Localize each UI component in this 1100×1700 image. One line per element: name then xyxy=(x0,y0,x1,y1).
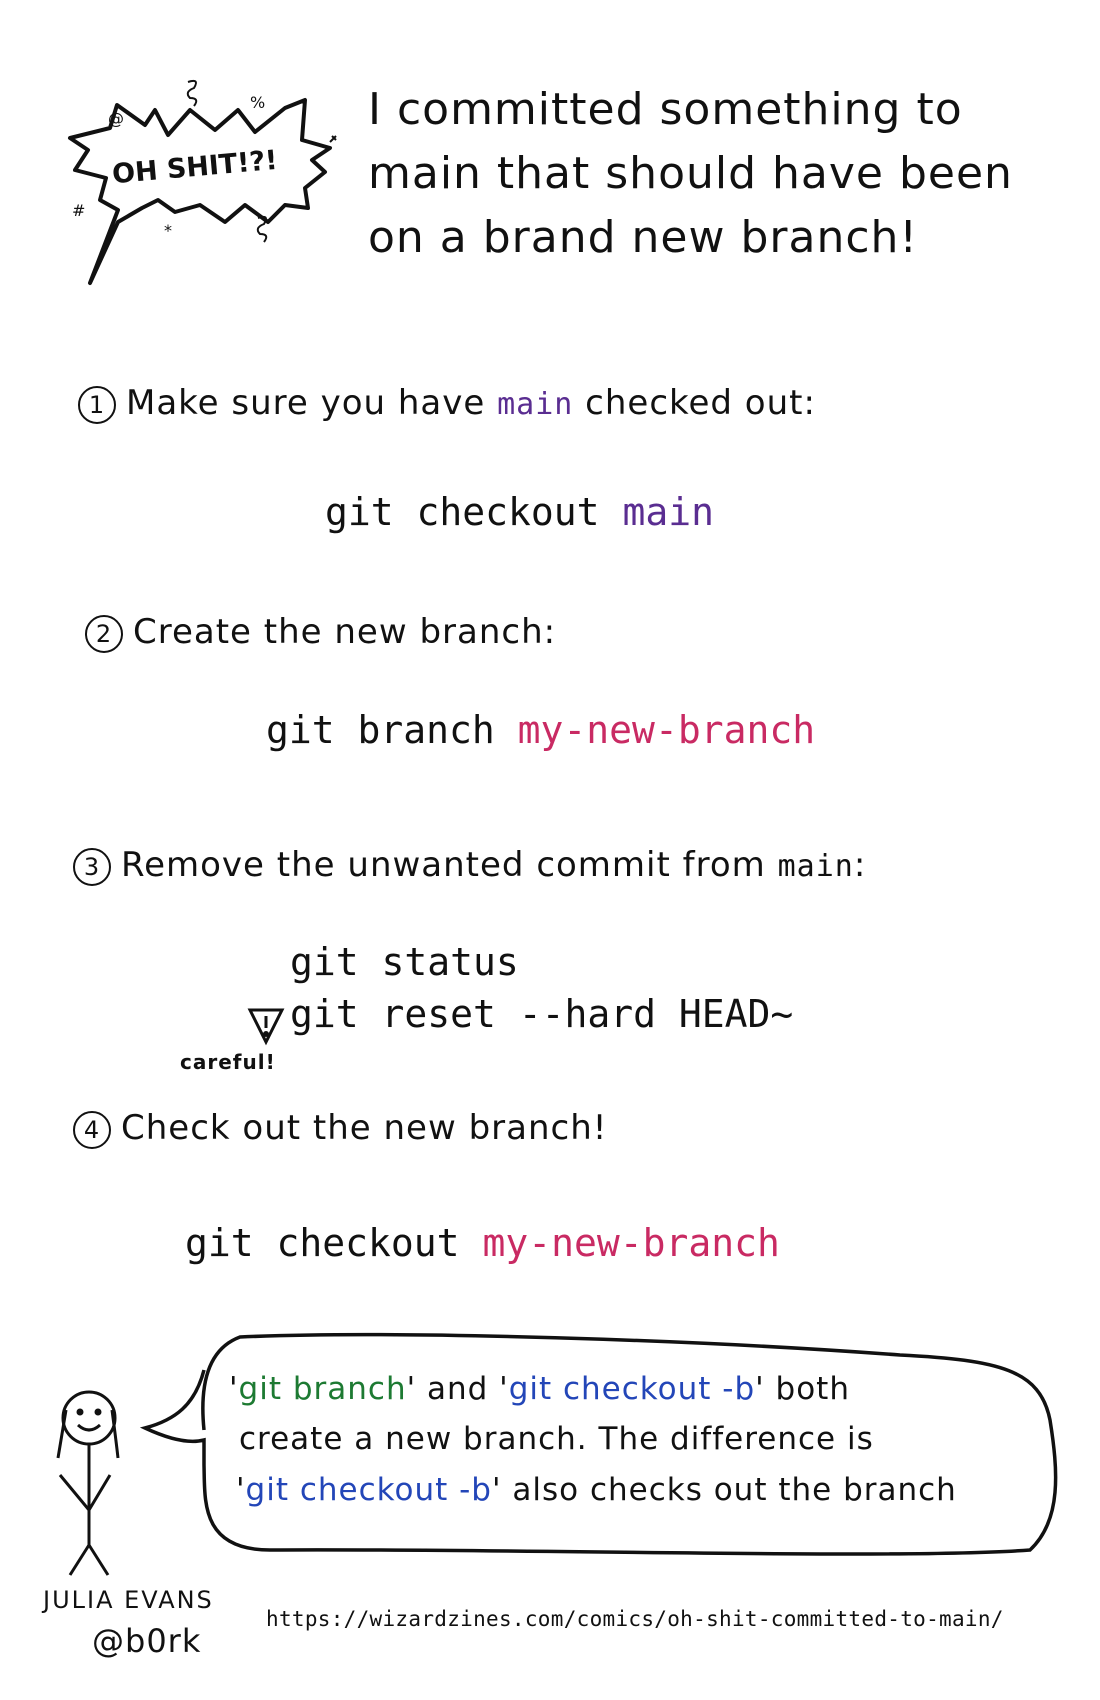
warning-triangle-icon xyxy=(247,1008,285,1046)
step-text: Remove the unwanted commit from xyxy=(121,845,766,885)
step-text: Check out the new branch! xyxy=(121,1108,608,1148)
speech-text: also checks out the branch xyxy=(501,1472,957,1508)
step-text: : xyxy=(853,845,867,885)
quote: ' xyxy=(499,1371,509,1407)
title-line-1: I committed something to xyxy=(368,84,963,135)
command-arg: my-new-branch xyxy=(517,708,816,752)
step-number: 3 xyxy=(73,847,111,886)
code-git-checkout-b: git checkout -b xyxy=(508,1371,756,1407)
title-line-2: main that should have been xyxy=(368,148,1013,199)
step-1: 1 Make sure you have main checked out: xyxy=(78,383,816,425)
step-text: checked out: xyxy=(585,383,816,423)
svg-text:*: * xyxy=(164,221,172,240)
speech-line-2: create a new branch. The difference is xyxy=(239,1421,874,1457)
command-arg: my-new-branch xyxy=(482,1221,780,1265)
svg-text:#: # xyxy=(72,201,85,220)
step-number: 4 xyxy=(73,1110,111,1149)
quote: ' xyxy=(755,1371,765,1407)
step-3: 3 Remove the unwanted commit from main: xyxy=(73,845,866,887)
oh-shit-burst-icon xyxy=(68,98,332,285)
command-text: git branch xyxy=(266,708,495,752)
quote: ' xyxy=(229,1371,239,1407)
careful-label: careful! xyxy=(180,1050,276,1074)
quote: ' xyxy=(236,1472,246,1508)
step-text: Make sure you have xyxy=(126,383,486,423)
speech-line-1: 'git branch' and 'git checkout -b' both xyxy=(229,1364,850,1414)
step-2: 2 Create the new branch: xyxy=(85,612,556,653)
step-number: 1 xyxy=(78,385,116,424)
branch-code: main xyxy=(497,387,574,422)
speech-text: and xyxy=(416,1371,500,1407)
command-checkout-branch: git checkout my-new-branch xyxy=(185,1221,780,1265)
source-url[interactable]: https://wizardzines.com/comics/oh-shit-c… xyxy=(266,1607,1004,1631)
command-text: git checkout xyxy=(185,1221,460,1265)
code-git-branch: git branch xyxy=(238,1371,407,1407)
speech-text: both xyxy=(764,1371,850,1407)
command-status: git status xyxy=(290,940,519,984)
quote: ' xyxy=(406,1371,417,1407)
quote: ' xyxy=(491,1472,502,1508)
speech-bubble xyxy=(139,1332,1058,1556)
step-4: 4 Check out the new branch! xyxy=(73,1108,607,1149)
symbol-doodles-icon: @ # * % xyxy=(72,79,337,243)
step-text: Create the new branch: xyxy=(133,612,557,652)
command-arg: main xyxy=(622,490,714,534)
title-line-3: on a brand new branch! xyxy=(368,212,919,263)
command-reset: git reset --hard HEAD~ xyxy=(290,992,794,1036)
author-name: JULIA EVANS xyxy=(43,1586,214,1614)
command-checkout-main: git checkout main xyxy=(325,490,714,534)
svg-text:@: @ xyxy=(108,109,124,128)
svg-text:%: % xyxy=(250,93,265,112)
command-text: git checkout xyxy=(325,490,600,534)
speech-line-3: 'git checkout -b' also checks out the br… xyxy=(236,1465,957,1515)
stick-figure-icon xyxy=(56,1390,120,1576)
command-branch: git branch my-new-branch xyxy=(266,708,815,752)
step-number: 2 xyxy=(85,614,123,653)
author-handle: @b0rk xyxy=(92,1622,202,1660)
code-git-checkout-b: git checkout -b xyxy=(245,1472,492,1508)
branch-code: main xyxy=(777,849,854,884)
